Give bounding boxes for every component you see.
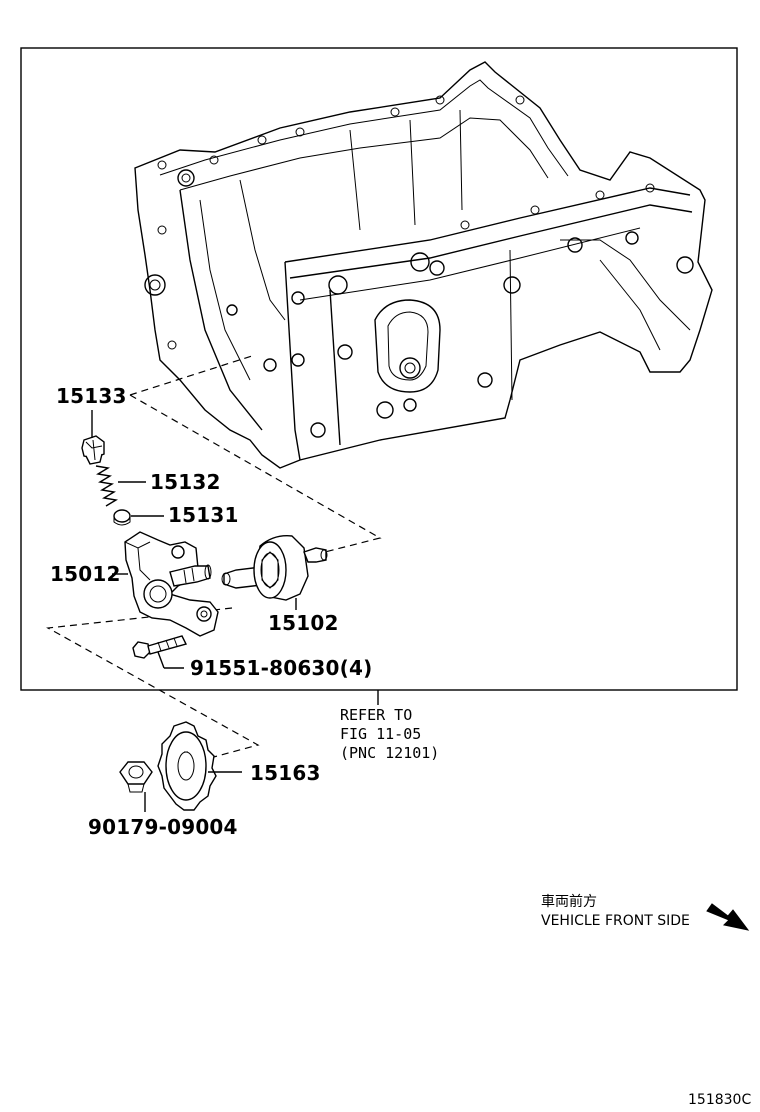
label-15102: 15102 — [268, 611, 339, 635]
engine-block-illustration — [134, 61, 713, 469]
label-91551-80630: 91551-80630(4) — [190, 656, 372, 680]
label-15012: 15012 — [50, 562, 121, 586]
vehicle-front-label-jp: 車両前方 — [541, 893, 597, 910]
label-15163: 15163 — [250, 761, 321, 785]
refer-line-3: (PNC 12101) — [340, 744, 439, 762]
leader-91551 — [157, 651, 184, 669]
diagram-frame — [20, 47, 738, 691]
refer-line-2: FIG 11-05 — [340, 725, 421, 743]
label-15132: 15132 — [150, 470, 221, 494]
arrow-down-right-icon — [706, 903, 750, 931]
label-90179-09004: 90179-09004 — [88, 815, 238, 839]
assembly-line-lower — [46, 607, 260, 759]
part-15131-valve — [113, 509, 131, 526]
label-15131: 15131 — [168, 503, 239, 527]
label-15133: 15133 — [56, 384, 127, 408]
vehicle-front-label-en: VEHICLE FRONT SIDE — [541, 913, 690, 929]
part-15133-plug — [81, 435, 105, 465]
figure-code: 151830C — [688, 1092, 751, 1108]
part-15132-spring — [95, 465, 118, 507]
part-90179-nut — [119, 761, 153, 793]
part-15012-pump-body — [124, 531, 219, 637]
part-91551-bolt — [132, 635, 188, 659]
part-15163-sprocket — [157, 721, 217, 811]
refer-line-1: REFER TO — [340, 706, 412, 724]
assembly-line-upper — [129, 354, 382, 553]
part-15102-rotor-set — [221, 535, 328, 601]
